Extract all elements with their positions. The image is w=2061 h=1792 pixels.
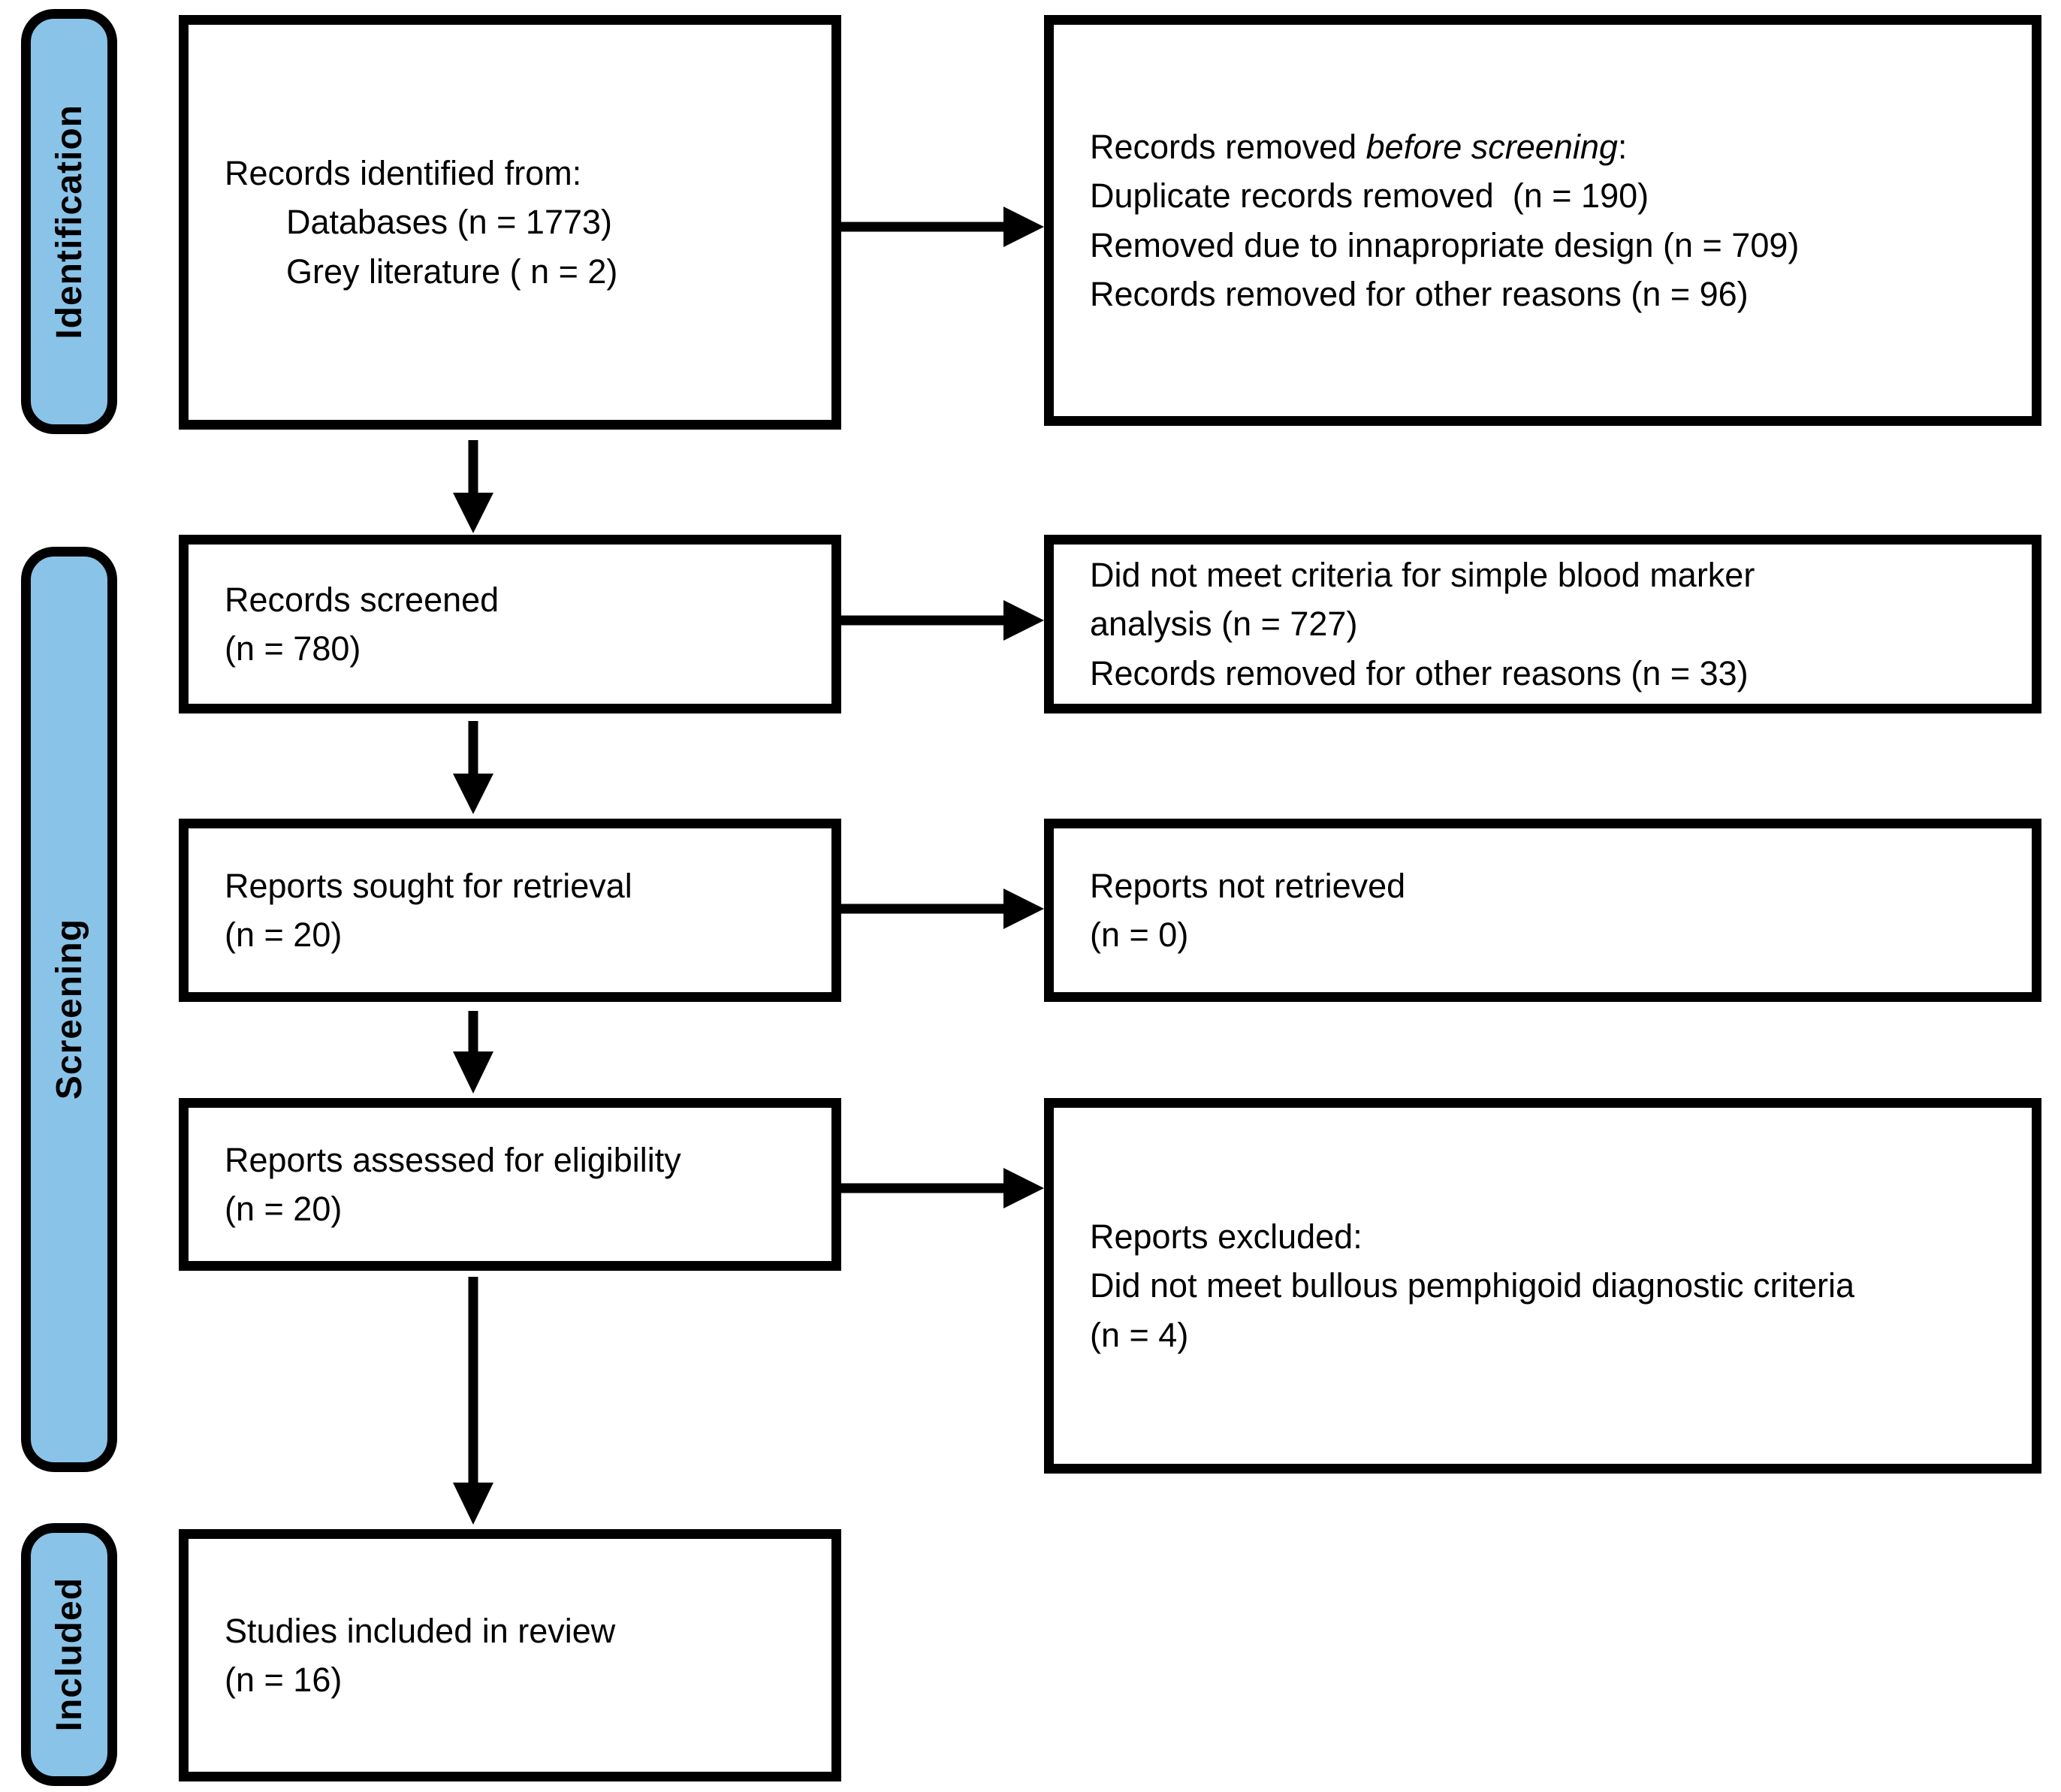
box-line: Reports assessed for eligibility bbox=[225, 1140, 681, 1179]
stage-label-screening: Screening bbox=[49, 919, 89, 1100]
box-line: Studies included in review bbox=[225, 1611, 616, 1650]
box-line: Records screened bbox=[225, 580, 499, 619]
box-line: Records identified from: bbox=[225, 154, 582, 193]
arrow-assessed-to-reports-excluded bbox=[841, 1168, 1044, 1208]
stage-label-identification: Identification bbox=[49, 104, 89, 339]
box-reports-sought: Reports sought for retrieval (n = 20) bbox=[179, 819, 841, 1002]
box-line: Reports not retrieved bbox=[1090, 866, 1406, 905]
stage-bar-identification: Identification bbox=[21, 9, 117, 434]
box-line: (n = 780) bbox=[225, 629, 361, 668]
box-line: Reports excluded: bbox=[1090, 1217, 1362, 1257]
box-did-not-meet-criteria: Did not meet criteria for simple blood m… bbox=[1044, 535, 2041, 713]
box-line: Did not meet bullous pemphigoid diagnost… bbox=[1090, 1266, 1855, 1305]
box-line: Records removed for other reasons (n = 9… bbox=[1090, 274, 1749, 313]
box-line: (n = 20) bbox=[225, 916, 342, 954]
box-records-removed-before-screening: Records removed before screening: Duplic… bbox=[1044, 15, 2041, 426]
text-segment: Records removed bbox=[1090, 128, 1366, 166]
stage-bar-included: Included bbox=[21, 1523, 117, 1786]
stage-bar-screening: Screening bbox=[21, 547, 117, 1472]
box-line: Records removed before screening: bbox=[1090, 122, 2014, 171]
arrow-screened-to-excluded bbox=[841, 600, 1044, 641]
box-reports-assessed: Reports assessed for eligibility (n = 20… bbox=[179, 1098, 841, 1271]
arrow-screened-to-sought bbox=[453, 721, 493, 814]
box-line: analysis (n = 727) bbox=[1090, 605, 1358, 644]
box-reports-excluded: Reports excluded: Did not meet bullous p… bbox=[1044, 1098, 2041, 1474]
box-line: Removed due to innapropriate design (n =… bbox=[1090, 225, 1800, 264]
box-line: Databases (n = 1773) bbox=[286, 203, 613, 242]
arrow-identified-to-removed bbox=[841, 207, 1044, 247]
box-line: (n = 0) bbox=[1090, 916, 1189, 954]
arrow-sought-to-assessed bbox=[453, 1011, 493, 1094]
text-segment: : bbox=[1617, 128, 1628, 166]
box-records-screened: Records screened (n = 780) bbox=[179, 535, 841, 713]
box-line: Duplicate records removed (n = 190) bbox=[1090, 176, 1649, 216]
box-line: (n = 20) bbox=[225, 1190, 342, 1228]
arrow-identified-to-screened bbox=[453, 440, 493, 533]
arrow-assessed-to-included bbox=[453, 1277, 493, 1525]
box-records-identified: Records identified from: Databases (n = … bbox=[179, 15, 841, 430]
box-line: Grey literature ( n = 2) bbox=[286, 252, 618, 291]
italic-phrase: before screening bbox=[1365, 128, 1618, 166]
box-line: Did not meet criteria for simple blood m… bbox=[1090, 556, 1755, 595]
arrow-sought-to-not-retrieved bbox=[841, 888, 1044, 929]
box-line: (n = 4) bbox=[1090, 1315, 1189, 1354]
box-line: Records removed for other reasons (n = 3… bbox=[1090, 653, 1749, 692]
box-reports-not-retrieved: Reports not retrieved (n = 0) bbox=[1044, 819, 2041, 1002]
box-line: Reports sought for retrieval bbox=[225, 866, 632, 905]
stage-label-included: Included bbox=[49, 1577, 89, 1732]
box-studies-included: Studies included in review (n = 16) bbox=[179, 1529, 841, 1781]
box-line: (n = 16) bbox=[225, 1661, 342, 1699]
